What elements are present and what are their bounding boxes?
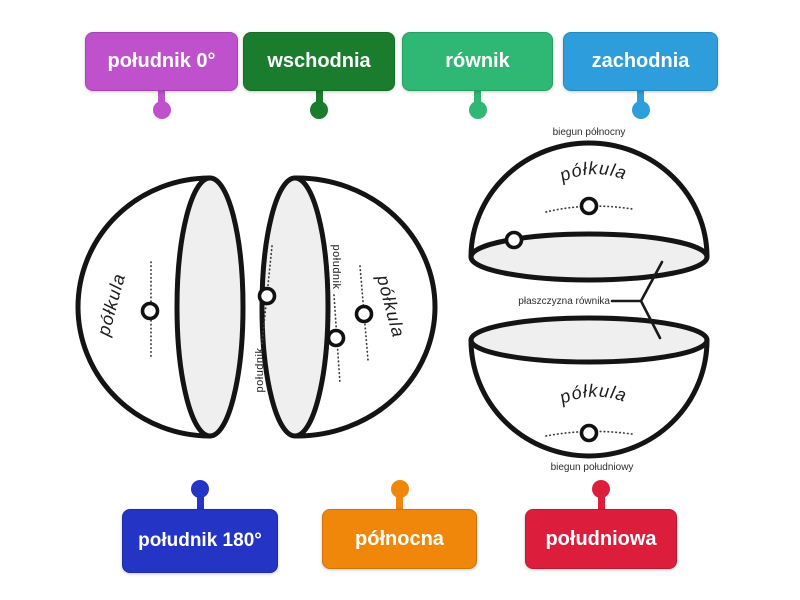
tag-knob (468, 101, 487, 119)
drop-target-lower-hemisphere[interactable] (579, 423, 599, 443)
dotted-leader-inner-meridian (333, 294, 341, 385)
answer-tag-wschodnia[interactable]: wschodnia (243, 32, 395, 119)
meridian-label-outer: południk (254, 348, 266, 393)
tag-stem (196, 495, 204, 511)
answer-tag-box[interactable]: południk 180° (122, 509, 278, 573)
tag-knob (152, 101, 171, 119)
tag-knob (592, 480, 610, 498)
answer-tag-zachodnia[interactable]: zachodnia (563, 32, 718, 119)
answer-tag-box[interactable]: południowa (525, 509, 677, 569)
tag-stem (396, 495, 403, 511)
tag-stem (637, 87, 644, 103)
lower-hemisphere-bowl (468, 337, 710, 459)
answer-tag-polnocna[interactable]: północna (322, 480, 477, 569)
drop-target-outer-meridian[interactable] (257, 286, 277, 306)
tag-stem (474, 87, 481, 103)
answer-tag-box[interactable]: południk 0° (85, 32, 238, 91)
answer-tag-poludnik-0[interactable]: południk 0° (85, 32, 238, 119)
answer-tag-label: południk 0° (107, 50, 216, 72)
answer-tag-box[interactable]: zachodnia (563, 32, 718, 91)
drop-target-upper-hemisphere[interactable] (579, 196, 599, 216)
north-pole-label: biegun północny (553, 127, 626, 138)
hemisphere-left-flat-face (174, 175, 246, 439)
drop-target-middle-hemisphere[interactable] (354, 304, 374, 324)
answer-tag-poludnik-180[interactable]: południk 180° (122, 480, 278, 573)
answer-tag-label: południk 180° (138, 530, 262, 552)
hemisphere-middle: południk południk półkula (254, 175, 438, 439)
answer-tag-poludniowa[interactable]: południowa (525, 480, 677, 569)
answer-tag-label: północna (355, 527, 444, 550)
hemisphere-middle-flat-face (259, 175, 331, 439)
hemisphere-left: półkula (75, 175, 246, 439)
equator-plane-pointer (610, 260, 664, 340)
tag-knob (631, 101, 650, 119)
tag-stem (158, 87, 165, 103)
answer-tag-box[interactable]: wschodnia (243, 32, 395, 91)
meridian-label-inner: południk (330, 245, 342, 290)
lower-hemisphere-flat-face (468, 315, 710, 365)
answer-tag-box[interactable]: północna (322, 509, 477, 569)
answer-tag-box[interactable]: równik (402, 32, 553, 91)
tag-stem (315, 87, 323, 103)
drop-target-equator-rim[interactable] (504, 230, 524, 250)
dotted-leader-outer-meridian (261, 245, 273, 345)
tag-knob (310, 101, 328, 119)
answer-tag-label: zachodnia (591, 50, 690, 72)
tag-stem (597, 495, 605, 511)
answer-tag-label: południowa (545, 527, 657, 550)
answer-tag-label: równik (445, 50, 510, 72)
drop-target-inner-meridian[interactable] (326, 328, 346, 348)
tag-knob (390, 480, 409, 498)
answer-tag-label: wschodnia (267, 50, 371, 72)
upper-hemisphere-flat-face (468, 231, 710, 283)
south-pole-label: biegun południowy (551, 462, 634, 473)
equator-plane-label: płaszczyzna równika (518, 296, 610, 307)
tag-knob (191, 480, 209, 498)
answer-tag-rownik[interactable]: równik (402, 32, 553, 119)
drop-target-left-hemisphere[interactable] (140, 301, 160, 321)
globe-split: biegun północny biegun południowy płaszc… (468, 127, 710, 473)
